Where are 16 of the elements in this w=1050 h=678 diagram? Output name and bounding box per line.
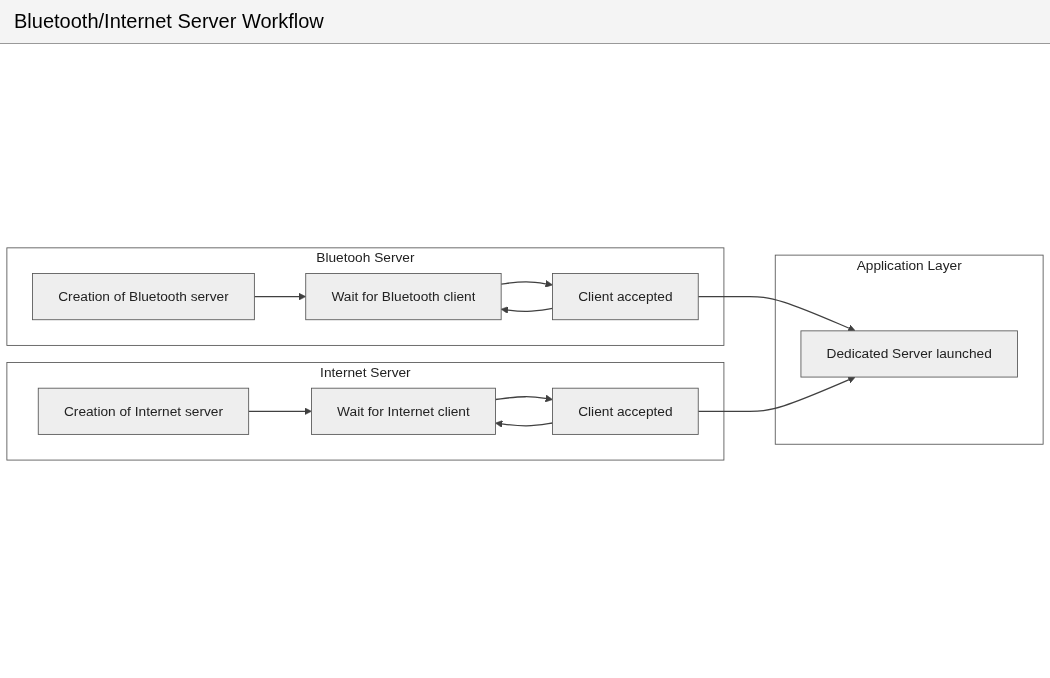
arrow [500,280,553,288]
node-box: Client accepted [552,273,699,321]
arrow [697,296,856,332]
arrow [697,376,856,412]
arrow [495,420,554,428]
node-box: Wait for Bluetooth client [305,273,502,321]
arrow [500,306,554,314]
arrow [494,394,553,403]
node-box: Creation of Bluetooth server [32,273,255,321]
arrow [248,407,312,416]
node-box: Dedicated Server launched [800,330,1018,378]
node-box: Wait for Internet client [311,387,496,435]
arrow [253,292,307,301]
node-box: Creation of Internet server [37,387,250,435]
diagram-title: Bluetooth/Internet Server Workflow [0,0,1050,44]
node-box: Client accepted [552,387,699,435]
